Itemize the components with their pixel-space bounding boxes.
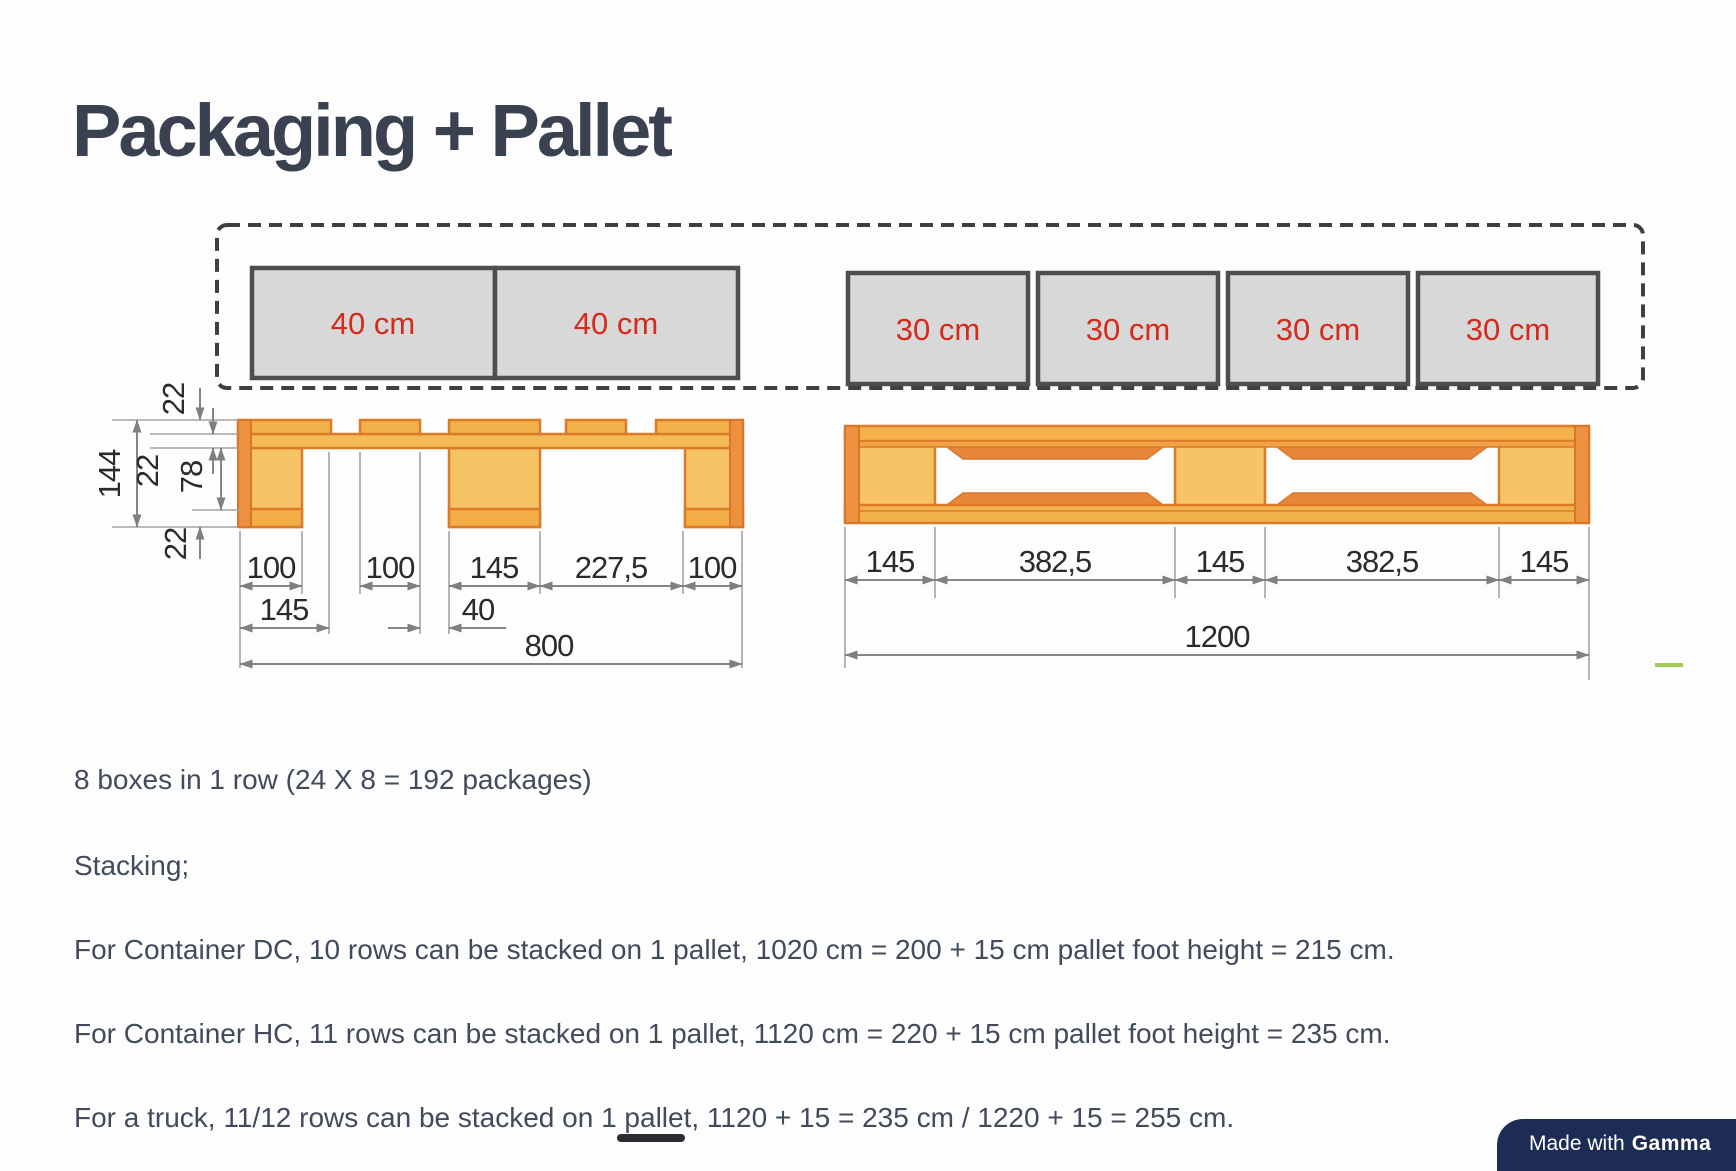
dim-382-5-b: 382,5 <box>1346 544 1419 579</box>
dim-145-c: 145 <box>1520 544 1569 579</box>
badge-brand-wordmark: Gamma <box>1631 1132 1712 1155</box>
dim-382-5-a: 382,5 <box>1019 544 1092 579</box>
pallet-800-drawing <box>236 418 745 529</box>
dim-144: 144 <box>92 449 127 498</box>
pallet-800-vertical-dims: 22 144 22 78 22 <box>92 383 240 560</box>
dim-145: 145 <box>470 550 519 585</box>
made-with-badge[interactable]: Made with Gamma <box>1497 1119 1736 1171</box>
note-container-hc: For Container HC, 11 rows can be stacked… <box>74 1018 1391 1049</box>
boxes-30cm: 30 cm 30 cm 30 cm 30 cm <box>845 270 1601 387</box>
dim-227-5: 227,5 <box>575 550 648 585</box>
pallet-1200-dims: 145 382,5 145 382,5 145 1200 <box>844 527 1590 680</box>
note-container-dc: For Container DC, 10 rows can be stacked… <box>74 934 1395 965</box>
dim-22-stringer: 22 <box>130 455 165 487</box>
dim-145-row2: 145 <box>260 592 309 627</box>
box-30-label: 30 cm <box>896 312 980 347</box>
dim-100-1: 100 <box>247 550 296 585</box>
note-boxes-per-row: 8 boxes in 1 row (24 X 8 = 192 packages) <box>74 764 592 795</box>
pallet-800-horizontal-dims: 100 100 145 227,5 100 145 40 800 <box>239 452 743 669</box>
dim-145-b: 145 <box>1196 544 1245 579</box>
dim-800-total: 800 <box>525 628 574 663</box>
box-30-label: 30 cm <box>1466 312 1550 347</box>
made-with-label: Made with <box>1529 1132 1625 1155</box>
dim-22-bottom: 22 <box>158 528 193 560</box>
dim-145-a: 145 <box>866 544 915 579</box>
box-40-label: 40 cm <box>331 306 415 341</box>
dim-100-3: 100 <box>688 550 737 585</box>
box-30-label: 30 cm <box>1086 312 1170 347</box>
pallet-1200-drawing <box>843 424 1591 525</box>
page-title: Packaging + Pallet <box>72 88 673 172</box>
dim-22-top: 22 <box>156 383 191 415</box>
dim-78: 78 <box>174 461 209 493</box>
note-stacking-heading: Stacking; <box>74 850 190 881</box>
boxes-40cm: 40 cm 40 cm <box>249 265 741 381</box>
bottom-edge-artifact <box>617 1134 685 1142</box>
box-40-label: 40 cm <box>574 306 658 341</box>
packaging-pallet-diagram: 40 cm 40 cm 30 cm 30 cm 30 cm 30 cm <box>92 223 1683 680</box>
dim-1200-total: 1200 <box>1185 619 1251 654</box>
dim-40: 40 <box>462 592 495 627</box>
note-truck: For a truck, 11/12 rows can be stacked o… <box>74 1102 1235 1133</box>
box-30-label: 30 cm <box>1276 312 1360 347</box>
dashed-row-outline <box>215 223 1645 390</box>
dim-100-2: 100 <box>366 550 415 585</box>
